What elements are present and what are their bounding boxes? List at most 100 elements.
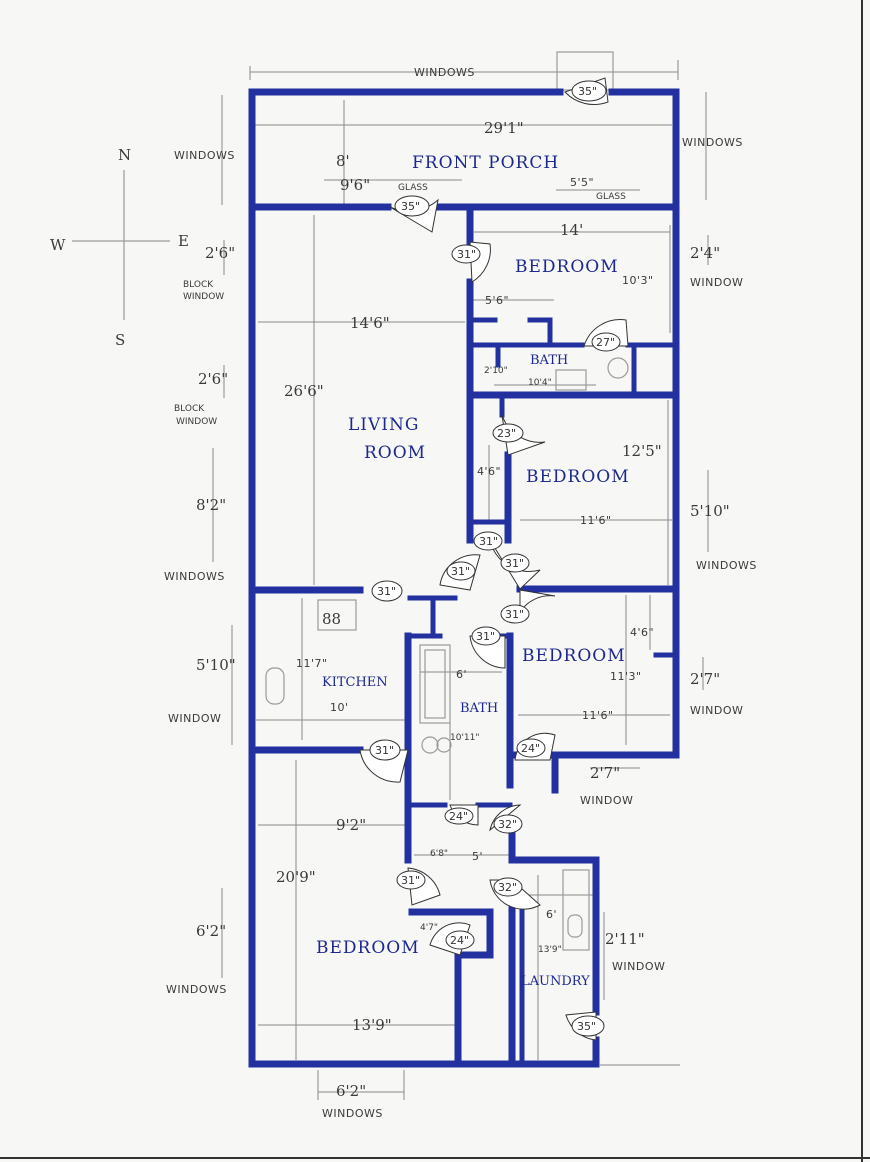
door-label: 35": [401, 200, 420, 213]
dim-block-window-2: 2'6": [198, 370, 228, 388]
door-label: 31": [451, 565, 470, 578]
door-label: 32": [498, 881, 517, 894]
dim-laundry-width: 6': [546, 908, 557, 921]
dim-laundry-window: 2'11": [605, 930, 645, 948]
door-label: 31": [479, 535, 498, 548]
fixtures: 88: [265, 51, 629, 951]
compass-west: W: [50, 236, 66, 254]
door-label: 31": [505, 608, 524, 621]
washer-dryer: [562, 869, 590, 951]
dim-bedroom-sw-depth: 20'9": [276, 868, 316, 886]
dim-bath-upper-a: 5'6": [485, 294, 509, 307]
room-bedroom-se: BEDROOM: [522, 646, 626, 666]
range-label: 88: [322, 610, 341, 628]
toilet: [421, 736, 439, 754]
room-bath-lower: BATH: [460, 701, 498, 716]
label-windows-top: WINDOWS: [414, 66, 475, 79]
label-windows-bottom: WINDOWS: [322, 1107, 383, 1120]
room-kitchen: KITCHEN: [322, 675, 388, 690]
label-window-se-bed: WINDOW: [690, 704, 743, 717]
room-laundry: LAUNDRY: [521, 974, 590, 989]
door-label: 24": [449, 810, 468, 823]
dim-living-width: 14'6": [350, 314, 390, 332]
dim-porch-depth: 8': [336, 152, 350, 170]
room-bedroom-e: BEDROOM: [526, 467, 630, 487]
dim-bath-upper-b: 2'10": [484, 366, 508, 376]
dim-bedroom-e-width: 11'6": [580, 514, 612, 527]
dim-kitchen-window: 5'10": [196, 656, 236, 674]
compass-north: N: [118, 146, 131, 164]
dim-bath-upper-c: 10'4": [528, 378, 552, 388]
dimension-lines: [212, 60, 709, 1100]
room-labels: FRONT PORCH BEDROOM BATH LIVING ROOM BED…: [316, 153, 630, 989]
label-window-mid: WINDOW: [580, 794, 633, 807]
dim-bedroom-ne-depth: 10'3": [622, 274, 654, 287]
dim-bedroom-e-closet: 4'6": [477, 465, 501, 478]
room-bath-upper: BATH: [530, 353, 568, 368]
dim-window-mid-east: 2'7": [590, 764, 620, 782]
door-label: 31": [401, 874, 420, 887]
dim-bedroom-ne-width: 14': [560, 221, 583, 239]
dim-window-e-bedroom: 5'10": [690, 502, 730, 520]
dim-bedroom-sw-window: 6'2": [196, 922, 226, 940]
door-label: 35": [578, 85, 597, 98]
bath-toilet: [607, 357, 629, 379]
compass: N S E W: [50, 146, 189, 349]
label-windows-nw: WINDOWS: [174, 149, 235, 162]
dim-laundry-depth: 13'9": [538, 945, 562, 955]
label-windows-e-bed: WINDOWS: [696, 559, 757, 572]
label-block-2b: WINDOW: [176, 417, 217, 427]
door-label: 24": [521, 742, 540, 755]
dim-bath-lower-width: 6': [456, 668, 467, 681]
dim-glass-left: 9'6": [340, 176, 370, 194]
label-windows-ne: WINDOWS: [682, 136, 743, 149]
room-living-2: ROOM: [364, 443, 426, 463]
dim-kitchen-depth: 11'7": [296, 657, 328, 670]
door-label: 31": [457, 248, 476, 261]
door-label: 24": [450, 934, 469, 947]
dim-kitchen-width: 10': [330, 701, 349, 714]
room-living-1: LIVING: [348, 415, 419, 435]
door-label: 35": [577, 1020, 596, 1033]
dim-porch-width: 29'1": [484, 119, 524, 137]
door-label: 31": [476, 630, 495, 643]
dim-hall-a: 9'2": [336, 816, 366, 834]
room-bedroom-ne: BEDROOM: [515, 257, 619, 277]
door-label: 31": [375, 744, 394, 757]
label-window-laundry: WINDOW: [612, 960, 665, 973]
compass-east: E: [178, 232, 189, 250]
door-label: 23": [497, 427, 516, 440]
door-label: 31": [505, 557, 524, 570]
bath-sink: [555, 369, 587, 391]
label-glass-2: GLASS: [596, 192, 626, 202]
dim-hall-c: 5': [472, 850, 483, 863]
dim-window-w-living: 8'2": [196, 496, 226, 514]
room-bedroom-sw: BEDROOM: [316, 938, 420, 958]
dim-bedroom-e-depth: 12'5": [622, 442, 662, 460]
dim-closet-sw: 4'7": [420, 923, 438, 933]
dim-bottom-window: 6'2": [336, 1082, 366, 1100]
label-block-1a: BLOCK: [183, 280, 214, 290]
label-window-ne-bed: WINDOW: [690, 276, 743, 289]
dim-living-depth: 26'6": [284, 382, 324, 400]
label-block-1b: WINDOW: [183, 292, 224, 302]
label-windows-sw: WINDOWS: [166, 983, 227, 996]
door-label: 27": [596, 336, 615, 349]
dim-block-window-1: 2'6": [205, 244, 235, 262]
kitchen-sink: [265, 667, 285, 705]
dim-bedroom-se-width: 11'6": [582, 709, 614, 722]
dim-bedroom-se-a: 4'6": [630, 626, 654, 639]
dim-hall-b: 6'8": [430, 849, 448, 859]
label-block-2a: BLOCK: [174, 404, 205, 414]
dim-bedroom-sw-width: 13'9": [352, 1016, 392, 1034]
label-windows-w-living: WINDOWS: [164, 570, 225, 583]
label-window-kitchen: WINDOW: [168, 712, 221, 725]
compass-south: S: [115, 331, 125, 349]
label-glass-1: GLASS: [398, 183, 428, 193]
dim-window-ne: 2'4": [690, 244, 720, 262]
dim-bath-lower-depth: 10'11": [450, 733, 480, 743]
room-front-porch: FRONT PORCH: [412, 153, 559, 173]
walls: [248, 88, 680, 1068]
